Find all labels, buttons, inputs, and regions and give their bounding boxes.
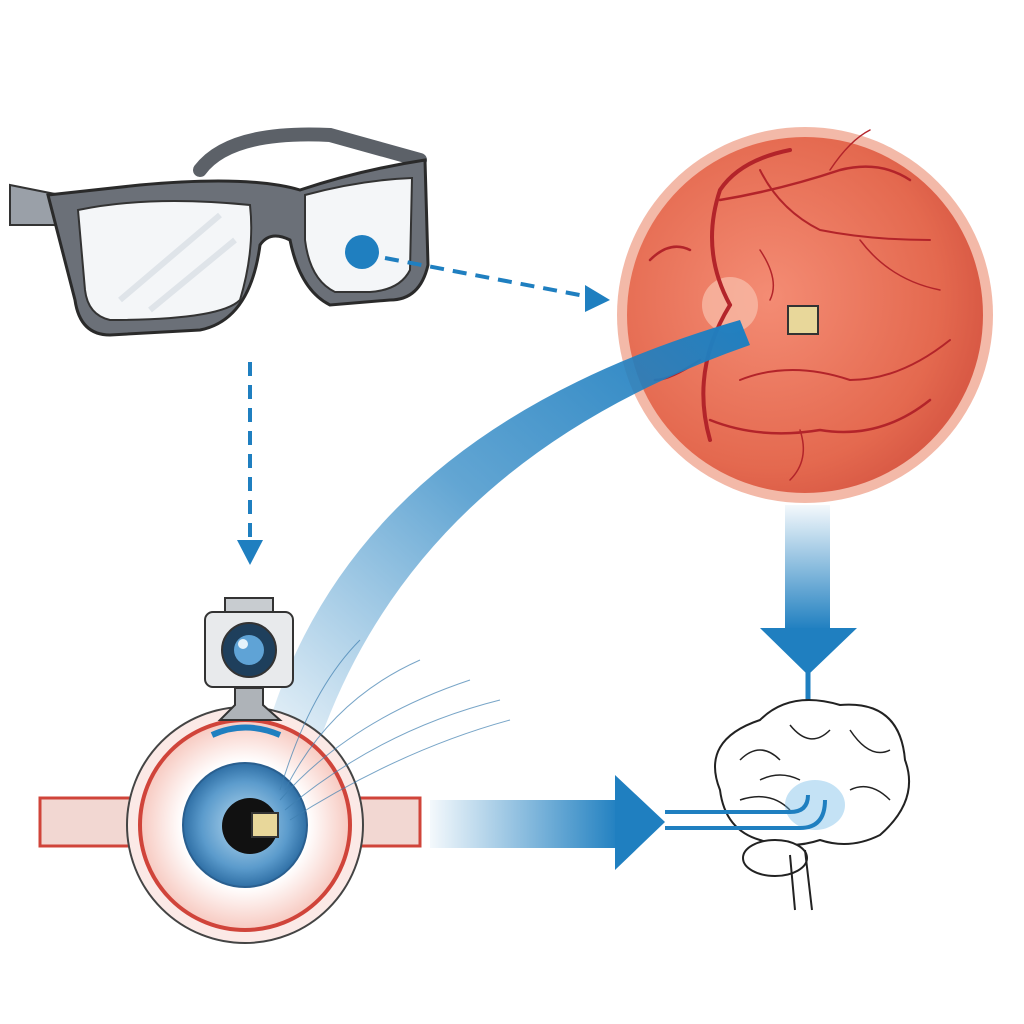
camera-icon — [204, 597, 294, 738]
brain-icon — [665, 699, 911, 911]
dashed-arrow-to-retina — [384, 256, 610, 312]
eye-chip — [251, 812, 279, 838]
nerve-fibers — [279, 639, 511, 821]
arrow-eye-to-brain — [430, 775, 665, 870]
smart-glasses-icon — [9, 127, 430, 337]
dashed-arrow-to-camera — [237, 362, 263, 565]
retinal-chip — [787, 305, 819, 335]
retina-icon — [617, 127, 993, 503]
blood-vessels — [648, 129, 951, 481]
cerebellum — [742, 839, 808, 877]
arrow-retina-to-brain — [760, 505, 857, 800]
glasses-camera-dot — [345, 235, 379, 269]
brainstem — [789, 849, 813, 911]
